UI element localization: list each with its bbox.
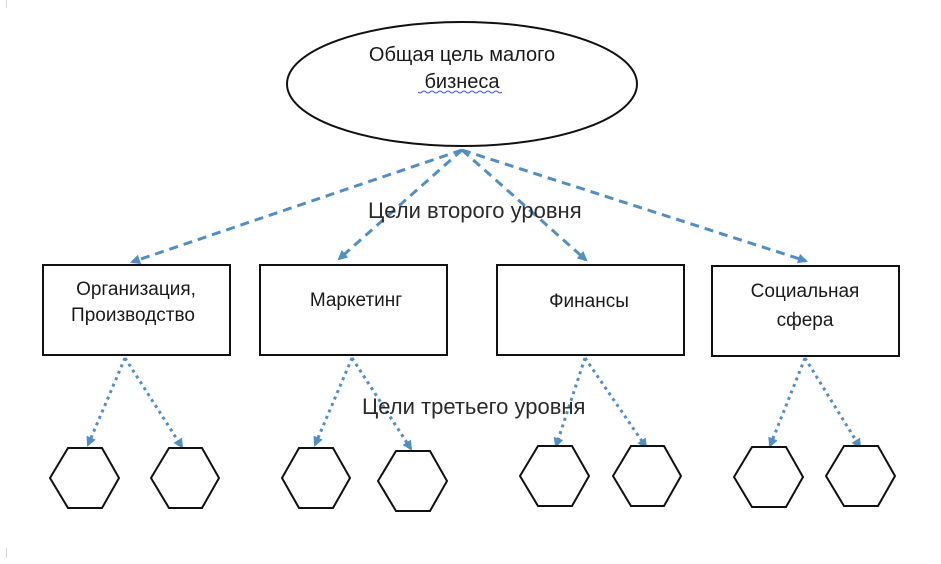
arrow-box3-hex1	[553, 357, 587, 448]
box-marketing-label: Маркетинг	[310, 290, 402, 311]
spellcheck-underline	[417, 90, 503, 94]
box-social	[711, 265, 900, 357]
root-goal-label-line1: Общая цель малого	[369, 44, 555, 66]
root-goal-ellipse	[286, 21, 638, 147]
arrow-box1-hex1	[86, 357, 127, 447]
hexagon-goal-2-1	[280, 447, 352, 509]
arrow-box1-hex2	[123, 357, 184, 449]
arrow-box4-hex2	[803, 357, 862, 449]
box-finance-label: Финансы	[549, 291, 629, 312]
box-organization-label-line2: Производство	[71, 305, 195, 326]
box-organization	[42, 264, 231, 356]
page-corner-mark-bottom	[6, 548, 7, 558]
hexagon-goal-4-1	[732, 446, 805, 508]
level2-boxes	[42, 264, 900, 357]
hexagon-goal-2-2	[376, 450, 449, 512]
page-corner-mark-top	[6, 0, 7, 8]
hexagon-goal-4-2	[824, 445, 897, 507]
arrow-root-to-box-3	[461, 148, 588, 262]
box-organization-label-line1: Организация,	[76, 279, 196, 300]
arrow-box3-hex2	[583, 357, 648, 449]
arrow-root-to-box-2	[337, 148, 463, 261]
hexagon-goal-3-1	[518, 445, 591, 507]
arrow-box4-hex1	[768, 357, 807, 448]
hexagon-goal-3-2	[611, 445, 683, 507]
level3-arrows	[86, 357, 862, 451]
box-finance	[496, 264, 685, 356]
level2-arrows	[130, 148, 808, 265]
root-goal-label-line2: бизнеса	[424, 71, 500, 93]
hexagon-goal-1-1	[48, 447, 121, 509]
box-social-label-line1: Социальная	[751, 281, 860, 302]
arrow-box2-hex1	[313, 357, 354, 447]
level2-caption: Цели второго уровня	[368, 198, 582, 223]
level3-goals	[48, 445, 897, 512]
hexagon-goal-1-2	[149, 447, 221, 509]
box-social-label-line2: сфера	[777, 310, 834, 331]
box-marketing	[259, 264, 448, 356]
arrow-root-to-box-1	[130, 148, 463, 265]
level3-caption: Цели третьего уровня	[362, 394, 585, 419]
root-goal: Общая цель малого бизнеса	[286, 21, 638, 147]
arrow-root-to-box-4	[461, 148, 808, 264]
